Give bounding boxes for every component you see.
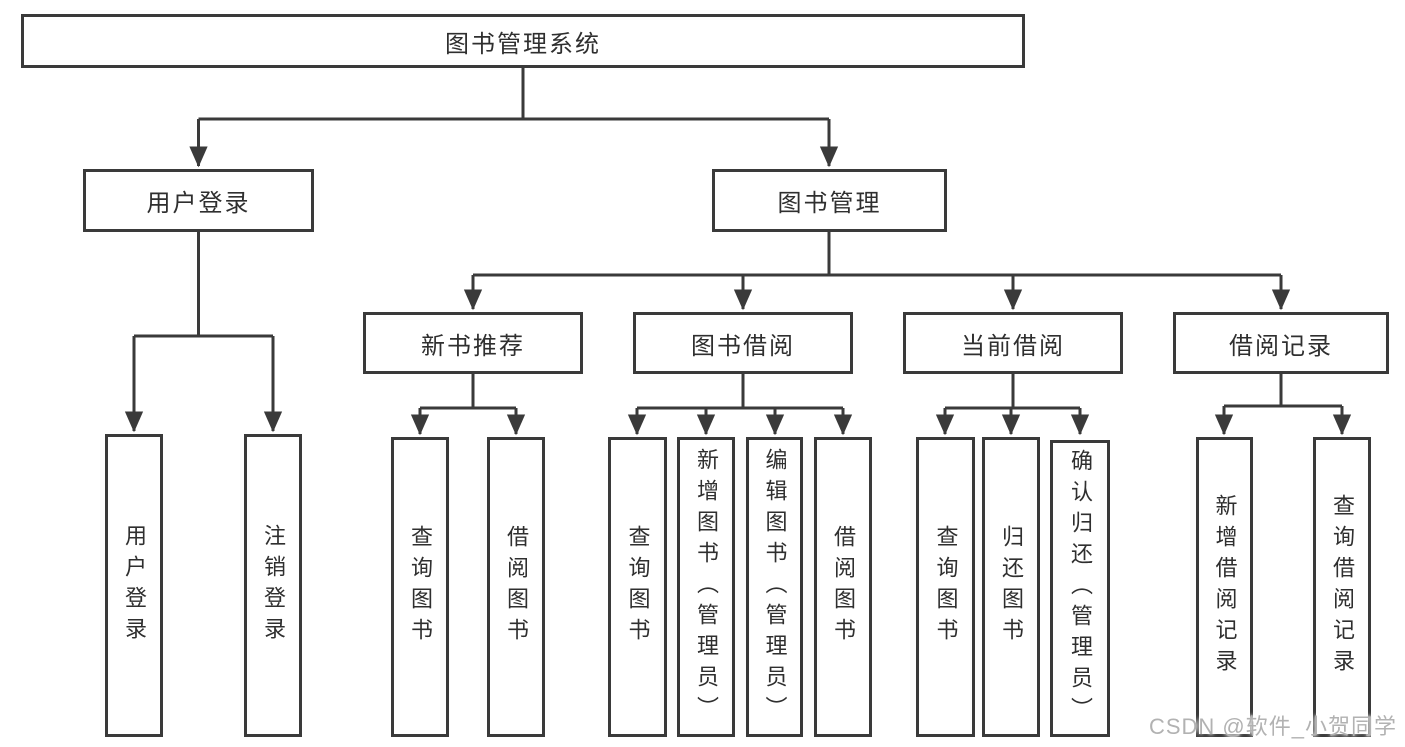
- leaf-newbook-query-label: 查询图书: [408, 525, 433, 649]
- node-borrow-records-label: 借阅记录: [1229, 332, 1333, 360]
- leaf-current-query-label: 查询图书: [933, 525, 959, 649]
- node-user-login: 用户登录: [83, 169, 314, 232]
- leaf-borrow-query-label: 查询图书: [625, 525, 651, 649]
- node-current-borrow-label: 当前借阅: [961, 332, 1065, 360]
- leaf-current-confirm-admin: 确认归还（管理员）: [1050, 440, 1110, 737]
- node-book-management-label: 图书管理: [777, 190, 882, 217]
- leaf-borrow-query: 查询图书: [608, 437, 667, 737]
- node-borrow-records: 借阅记录: [1173, 312, 1389, 374]
- node-root-label: 图书管理系统: [445, 30, 601, 58]
- leaf-current-return: 归还图书: [982, 437, 1040, 737]
- leaf-current-confirm-admin-label: 确认归还（管理员）: [1068, 449, 1093, 728]
- csdn-watermark: CSDN @软件_小贺同学: [1148, 714, 1397, 739]
- node-book-borrow: 图书借阅: [633, 312, 853, 374]
- leaf-borrow-book-label: 借阅图书: [831, 525, 856, 649]
- node-root: 图书管理系统: [21, 14, 1025, 68]
- node-current-borrow: 当前借阅: [903, 312, 1123, 374]
- leaf-borrow-add-admin: 新增图书（管理员）: [677, 437, 735, 737]
- leaf-current-return-label: 归还图书: [999, 525, 1024, 649]
- leaf-borrow-edit-admin-label: 编辑图书（管理员）: [762, 447, 788, 727]
- node-user-login-label: 用户登录: [146, 190, 251, 217]
- leaf-record-query-label: 查询借阅记录: [1330, 494, 1355, 680]
- node-book-borrow-label: 图书借阅: [691, 332, 795, 360]
- leaf-newbook-borrow-label: 借阅图书: [504, 525, 529, 649]
- leaf-borrow-add-admin-label: 新增图书（管理员）: [694, 447, 719, 727]
- leaf-record-add: 新增借阅记录: [1196, 437, 1253, 737]
- leaf-logout: 注销登录: [244, 434, 302, 737]
- leaf-record-query: 查询借阅记录: [1313, 437, 1371, 737]
- leaf-borrow-book: 借阅图书: [814, 437, 872, 737]
- leaf-borrow-edit-admin: 编辑图书（管理员）: [746, 437, 803, 737]
- node-new-book-recommend: 新书推荐: [363, 312, 583, 374]
- leaf-newbook-borrow: 借阅图书: [487, 437, 545, 737]
- leaf-logout-label: 注销登录: [261, 523, 286, 648]
- node-book-management: 图书管理: [712, 169, 947, 232]
- leaf-user-login-label: 用户登录: [122, 523, 147, 648]
- node-new-book-recommend-label: 新书推荐: [421, 332, 525, 360]
- leaf-record-add-label: 新增借阅记录: [1212, 494, 1238, 680]
- leaf-user-login: 用户登录: [105, 434, 163, 737]
- leaf-newbook-query: 查询图书: [391, 437, 449, 737]
- leaf-current-query: 查询图书: [916, 437, 975, 737]
